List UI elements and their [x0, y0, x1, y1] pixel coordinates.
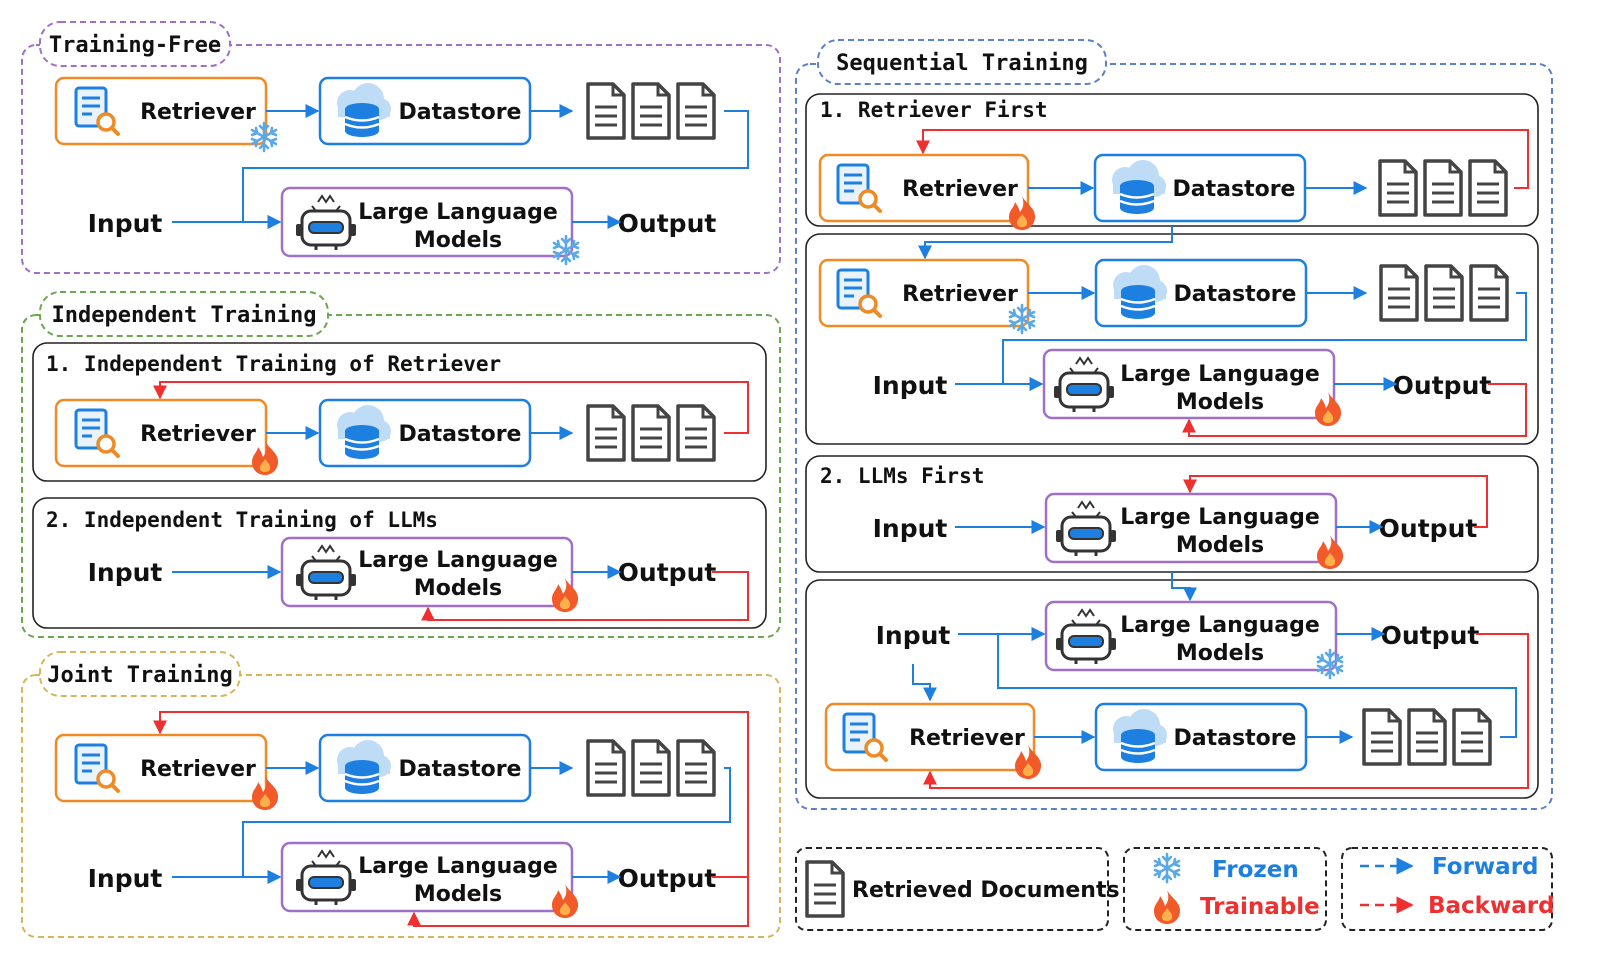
section-title-independent: Independent Training	[52, 303, 317, 328]
llm-label-line1: Large Language	[358, 200, 558, 225]
input-label: Input	[873, 514, 948, 543]
section-training-free: Training-Free Retriever Datastore Input …	[21, 21, 781, 274]
backward-arrow	[153, 711, 749, 878]
section-joint-training: Joint Training Retriever Datastore Input…	[21, 651, 781, 938]
llm-label-line1: Large Language	[358, 548, 558, 573]
llm-label-line1: Large Language	[1120, 362, 1320, 387]
forward-arrow	[997, 627, 1517, 738]
documents-icon	[588, 741, 714, 795]
legend-forward: Forward	[1432, 854, 1539, 880]
datastore-label: Datastore	[1173, 177, 1296, 202]
documents-icon	[588, 84, 714, 138]
legend-frozen: Frozen	[1212, 857, 1299, 883]
llm-node	[1044, 600, 1338, 672]
input-label: Input	[873, 371, 948, 400]
datastore-label: Datastore	[1174, 282, 1297, 307]
input-label: Input	[876, 621, 951, 650]
documents-icon	[1364, 710, 1490, 764]
backward-arrow	[916, 129, 1529, 189]
llm-label-line1: Large Language	[1120, 613, 1320, 638]
backward-arrow	[923, 633, 1529, 789]
llm-label-line2: Models	[1176, 641, 1264, 666]
forward-arrow	[912, 664, 937, 702]
subsection-title-ind-retriever: 1. Independent Training of Retriever	[46, 352, 501, 376]
snowflake-icon	[1153, 852, 1181, 884]
backward-arrow	[421, 571, 749, 621]
section-sequential-training: Sequential Training 1. Retriever First R…	[795, 39, 1553, 810]
documents-icon	[1381, 266, 1507, 320]
fire-icon	[1154, 890, 1181, 924]
output-label: Output	[1393, 371, 1492, 400]
backward-arrow	[1183, 475, 1488, 528]
section-title-joint: Joint Training	[47, 663, 232, 688]
legend-backward: Backward	[1428, 893, 1555, 919]
documents-icon	[588, 406, 714, 460]
legend-documents: Retrieved Documents	[852, 878, 1120, 903]
legend: Retrieved Documents Frozen Trainable For…	[795, 847, 1555, 931]
input-label: Input	[88, 209, 163, 238]
section-title-sequential: Sequential Training	[836, 51, 1088, 76]
document-icon	[805, 860, 845, 918]
retriever-label: Retriever	[140, 100, 256, 125]
llm-label-line2: Models	[1176, 390, 1264, 415]
legend-trainable: Trainable	[1200, 894, 1320, 920]
llm-label-line1: Large Language	[1120, 505, 1320, 530]
retriever-label: Retriever	[902, 177, 1018, 202]
retriever-label: Retriever	[140, 757, 256, 782]
datastore-label: Datastore	[399, 422, 522, 447]
retriever-label: Retriever	[140, 422, 256, 447]
llm-label-line2: Models	[414, 228, 502, 253]
forward-arrow	[1171, 572, 1197, 602]
forward-arrow	[918, 226, 1173, 260]
output-label: Output	[1381, 621, 1480, 650]
section-independent-training: Independent Training 1. Independent Trai…	[21, 291, 781, 638]
subsection-title-llms-first: 2. LLMs First	[820, 464, 984, 488]
datastore-label: Datastore	[399, 757, 522, 782]
llm-label-line2: Models	[414, 882, 502, 907]
backward-arrow	[153, 381, 749, 434]
output-label: Output	[618, 558, 717, 587]
datastore-label: Datastore	[1174, 726, 1297, 751]
output-label: Output	[618, 864, 717, 893]
retriever-label: Retriever	[902, 282, 1018, 307]
documents-icon	[1380, 161, 1506, 215]
llm-label-line2: Models	[414, 576, 502, 601]
input-label: Input	[88, 558, 163, 587]
input-label: Input	[88, 864, 163, 893]
backward-arrow	[1182, 383, 1527, 437]
retriever-label: Retriever	[909, 726, 1025, 751]
backward-arrow	[407, 877, 749, 927]
section-title-training-free: Training-Free	[49, 33, 221, 58]
llm-label-line2: Models	[1176, 533, 1264, 558]
output-label: Output	[1379, 514, 1478, 543]
datastore-label: Datastore	[399, 100, 522, 125]
subsection-title-retriever-first: 1. Retriever First	[820, 98, 1048, 122]
llm-label-line1: Large Language	[358, 854, 558, 879]
subsection-title-ind-llm: 2. Independent Training of LLMs	[46, 508, 438, 532]
output-label: Output	[618, 209, 717, 238]
